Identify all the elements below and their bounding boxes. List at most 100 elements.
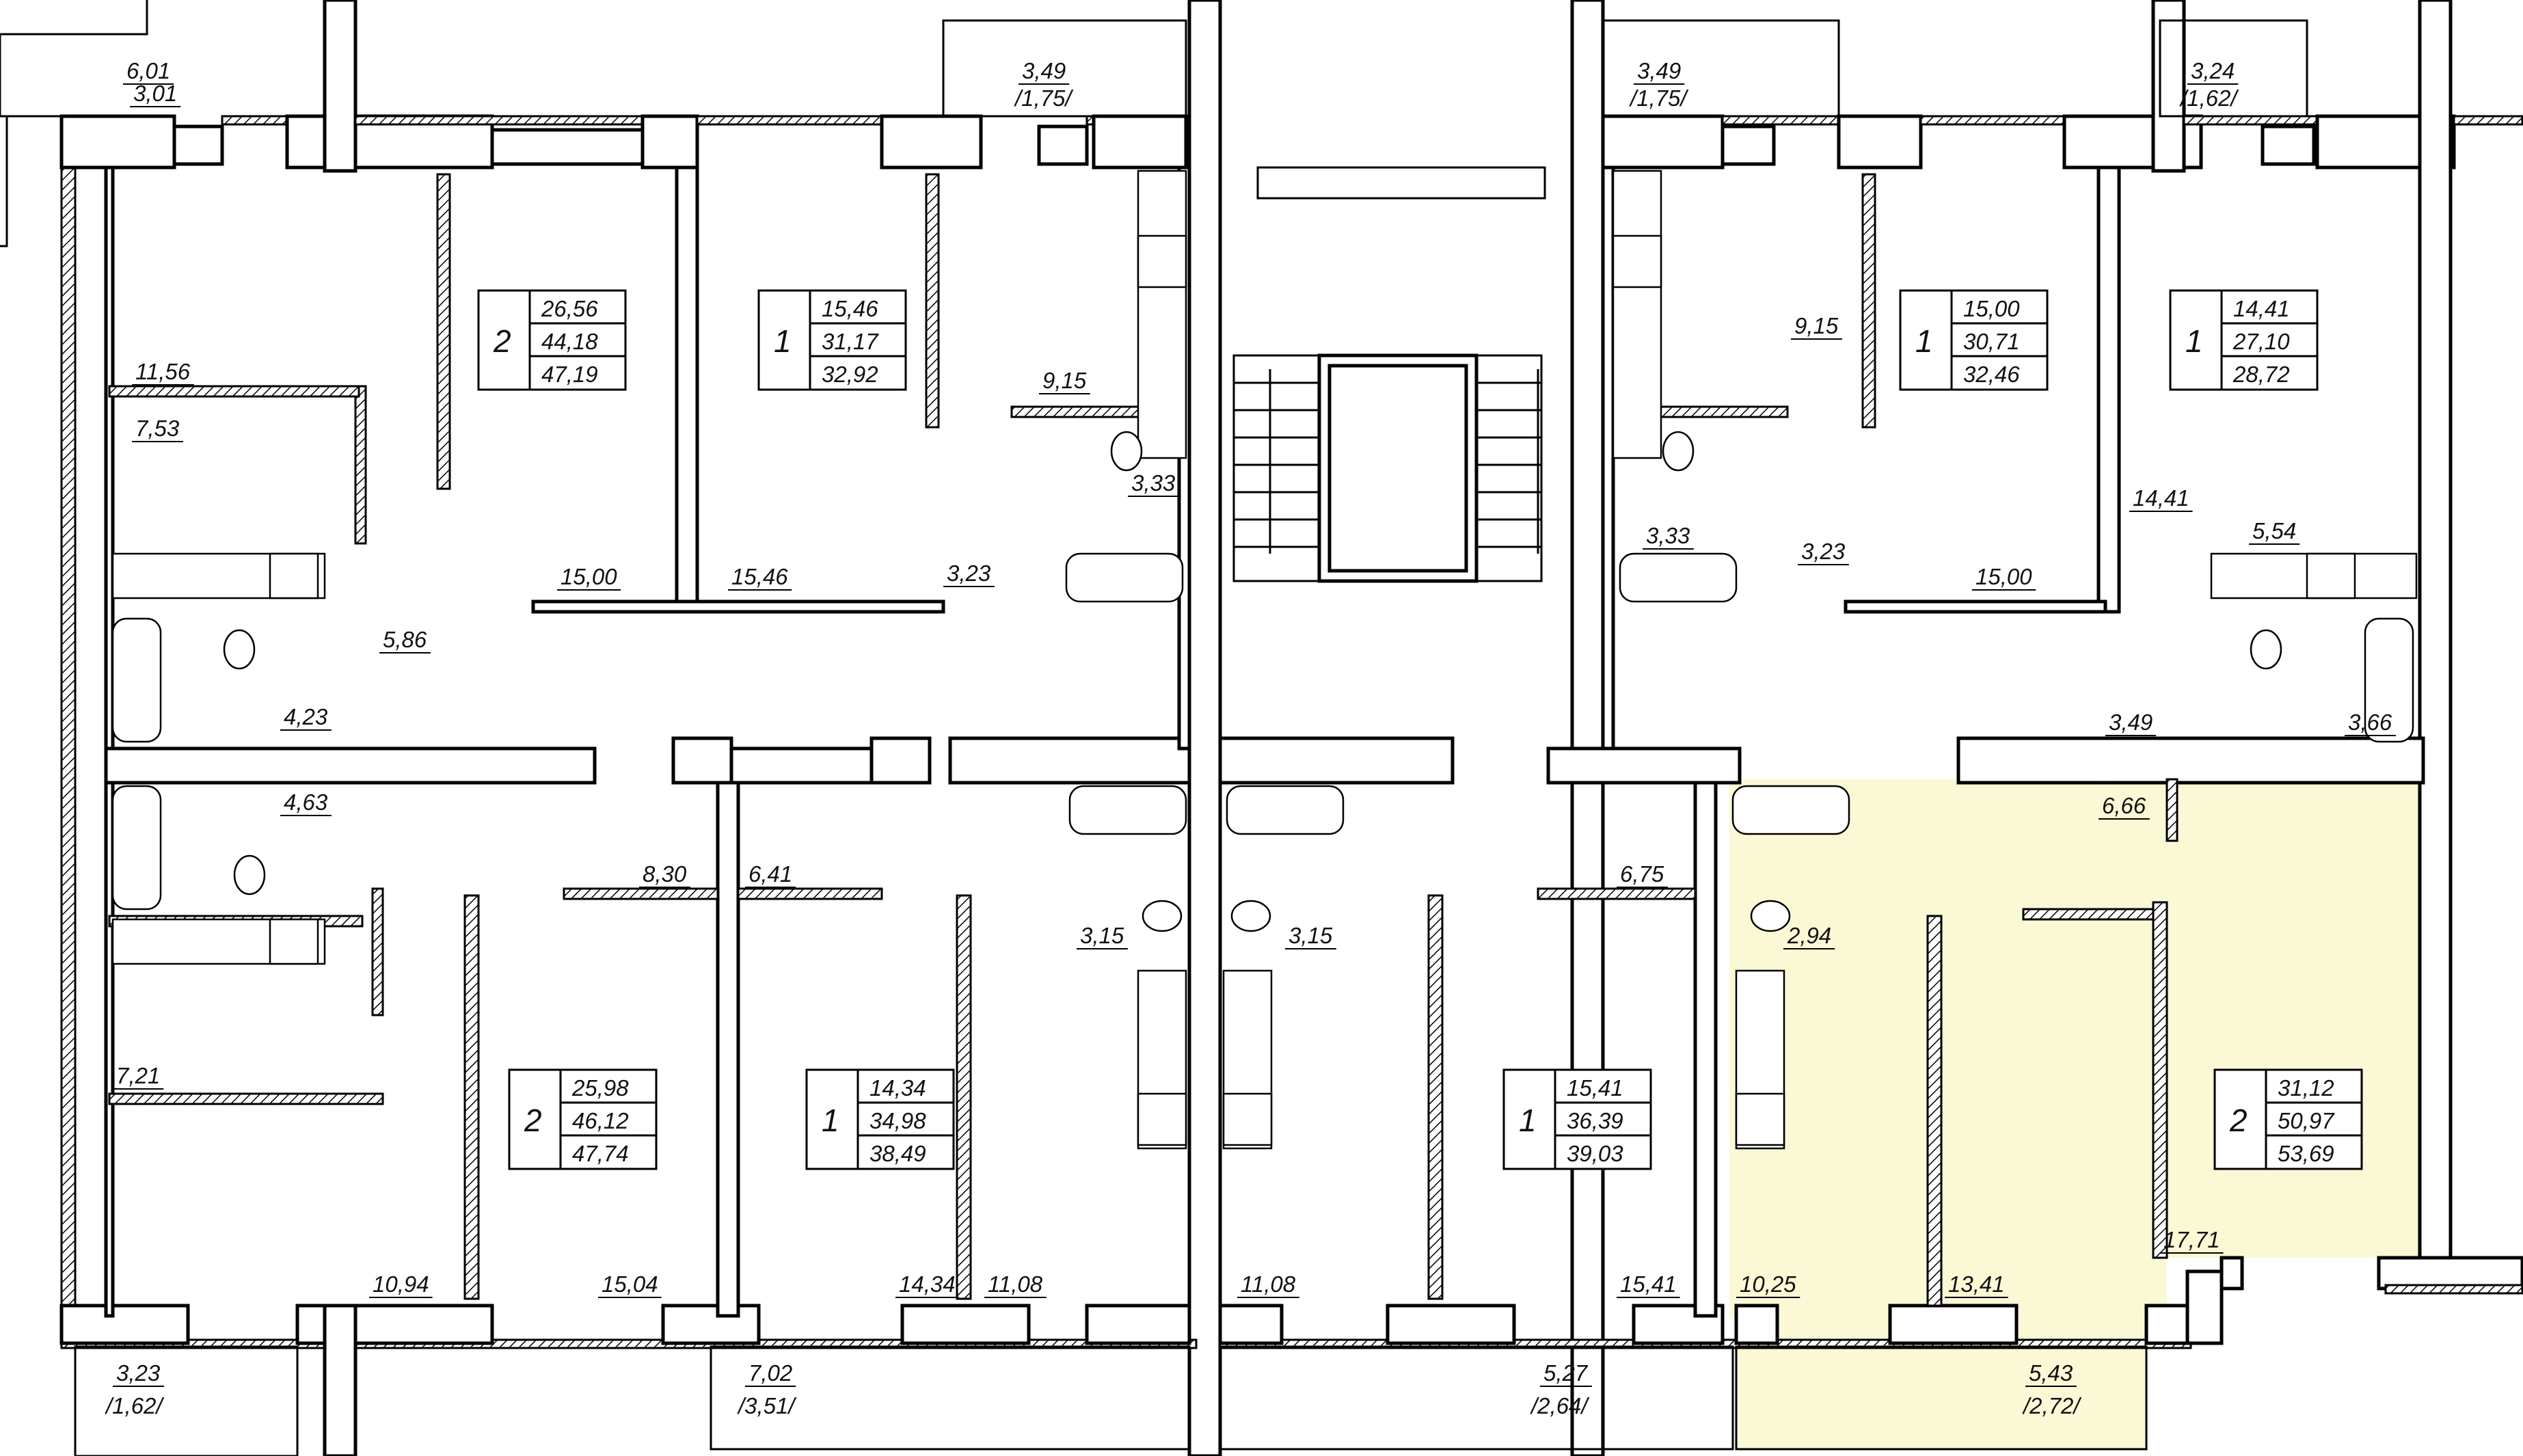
room-area-label: 3,15 [1080, 923, 1124, 948]
room-area-label: 6,41 [748, 861, 792, 887]
room-area-label: 10,25 [1740, 1271, 1796, 1297]
total-area: 46,12 [572, 1108, 629, 1133]
room-area-label: 3,15 [1289, 923, 1333, 948]
total-area-with-balcony: 28,72 [2232, 362, 2290, 387]
apartment-box [508, 1068, 658, 1170]
bathtubs [111, 552, 2414, 911]
room-area-label: 4,23 [284, 704, 328, 729]
total-area-with-balcony: 32,46 [1963, 362, 2020, 387]
total-area-with-balcony: 39,03 [1567, 1141, 1623, 1166]
total-area: 36,39 [1567, 1108, 1623, 1133]
living-area: 26,56 [541, 296, 598, 321]
living-area: 14,41 [2233, 296, 2290, 321]
room-area-label: 5,43 [2029, 1360, 2073, 1386]
apartment-label-a2: 1 15,46 31,17 32,92 [757, 289, 907, 391]
total-area-with-balcony: 38,49 [869, 1141, 926, 1166]
stair-core [1232, 353, 1543, 583]
room-area-label: 11,08 [988, 1271, 1043, 1297]
total-area-with-balcony: 32,92 [822, 362, 878, 387]
apartment-box [1899, 289, 2049, 391]
apartment-box [757, 289, 907, 391]
room-area-label: 15,04 [602, 1271, 658, 1297]
living-area: 25,98 [571, 1075, 629, 1101]
room-area-label: /1,62/ [105, 1393, 164, 1418]
room-area-label: 5,54 [2252, 518, 2296, 543]
room-area-label: 15,46 [731, 564, 788, 589]
room-area-label: /1,62/ [2179, 85, 2239, 111]
room-count: 2 [2229, 1103, 2248, 1138]
room-area-label: /2,64/ [1530, 1393, 1589, 1418]
room-count: 2 [493, 323, 511, 359]
total-area-with-balcony: 47,74 [572, 1141, 629, 1166]
room-count: 1 [822, 1103, 839, 1138]
living-area: 15,41 [1567, 1075, 1623, 1101]
room-area-label: 15,41 [1620, 1271, 1677, 1297]
room-area-label: /2,72/ [2022, 1393, 2081, 1418]
room-area-label: 3,24 [2191, 58, 2235, 83]
room-area-label: 7,21 [116, 1063, 160, 1088]
room-area-label: 15,00 [1975, 564, 2032, 589]
room-area-label: 17,71 [2163, 1227, 2220, 1252]
room-count: 1 [774, 323, 792, 359]
total-area: 34,98 [869, 1108, 926, 1133]
apartment-box [805, 1068, 955, 1170]
room-area-label: 5,86 [383, 627, 427, 652]
room-area-label: 3,01 [133, 81, 177, 106]
total-area: 44,18 [541, 329, 598, 354]
apartment-label-a5: 2 25,98 46,12 47,74 [508, 1068, 658, 1170]
room-area-label: 6,75 [1620, 861, 1664, 887]
room-area-label: 7,02 [748, 1360, 792, 1386]
room-area-label: 14,41 [2133, 485, 2189, 511]
room-area-label: 15,00 [561, 564, 617, 589]
room-area-label: 9,15 [1042, 368, 1087, 393]
room-area-label: 7,53 [135, 416, 180, 441]
apartment-box [477, 289, 627, 391]
room-area-label: 3,23 [947, 561, 991, 586]
room-area-label: 3,49 [2109, 710, 2153, 735]
interior-walls [104, 165, 2425, 1318]
room-area-label: 3,23 [116, 1360, 161, 1386]
room-count: 1 [2185, 323, 2203, 359]
room-count: 1 [1915, 323, 1933, 359]
room-area-label: 5,27 [1543, 1360, 1589, 1386]
apartment-box [1502, 1068, 1652, 1170]
apartment-label-a1: 2 26,56 44,18 47,19 [477, 289, 627, 391]
room-area-label: 11,08 [1241, 1271, 1296, 1297]
room-area-label: 8,30 [643, 861, 687, 887]
living-area: 15,00 [1963, 296, 2020, 321]
room-area-label: 9,15 [1794, 313, 1839, 338]
total-area-with-balcony: 47,19 [541, 362, 598, 387]
apartment-box [2213, 1068, 2363, 1170]
room-area-label: 2,94 [1787, 923, 1831, 948]
living-area: 14,34 [869, 1075, 926, 1101]
room-area-label: 14,34 [899, 1271, 956, 1297]
room-area-label: 6,66 [2102, 793, 2146, 818]
balconies [0, 0, 2308, 1456]
total-area-with-balcony: 53,69 [2278, 1141, 2334, 1166]
total-area: 27,10 [2232, 329, 2290, 354]
total-area: 31,17 [822, 329, 879, 354]
toilets [223, 431, 2282, 932]
living-area: 15,46 [822, 296, 878, 321]
room-area-label: 3,33 [1646, 523, 1690, 548]
room-area-label: 3,33 [1131, 470, 1176, 496]
room-area-label: 3,49 [1022, 58, 1066, 83]
room-area-label: 11,56 [135, 359, 191, 384]
room-area-labels: 6,013,013,49/1,75/3,49/1,75/3,24/1,62/11… [105, 58, 2396, 1418]
room-area-label: 3,66 [2348, 710, 2392, 735]
apartment-box [2169, 289, 2319, 391]
highlighted-apartment[interactable] [1729, 779, 2420, 1449]
room-area-label: 10,94 [373, 1271, 429, 1297]
room-area-label: /1,75/ [1629, 85, 1688, 111]
apartment-labels: 226,5644,1847,19115,4631,1732,92115,0030… [477, 289, 2363, 1170]
room-area-label: 6,01 [126, 58, 170, 83]
total-area: 50,97 [2278, 1108, 2335, 1133]
room-area-label: /3,51/ [737, 1393, 796, 1418]
room-area-label: 13,41 [1948, 1271, 2005, 1297]
kitchens [111, 170, 2418, 1150]
room-count: 2 [524, 1103, 542, 1138]
room-area-label: /1,75/ [1014, 85, 1073, 111]
